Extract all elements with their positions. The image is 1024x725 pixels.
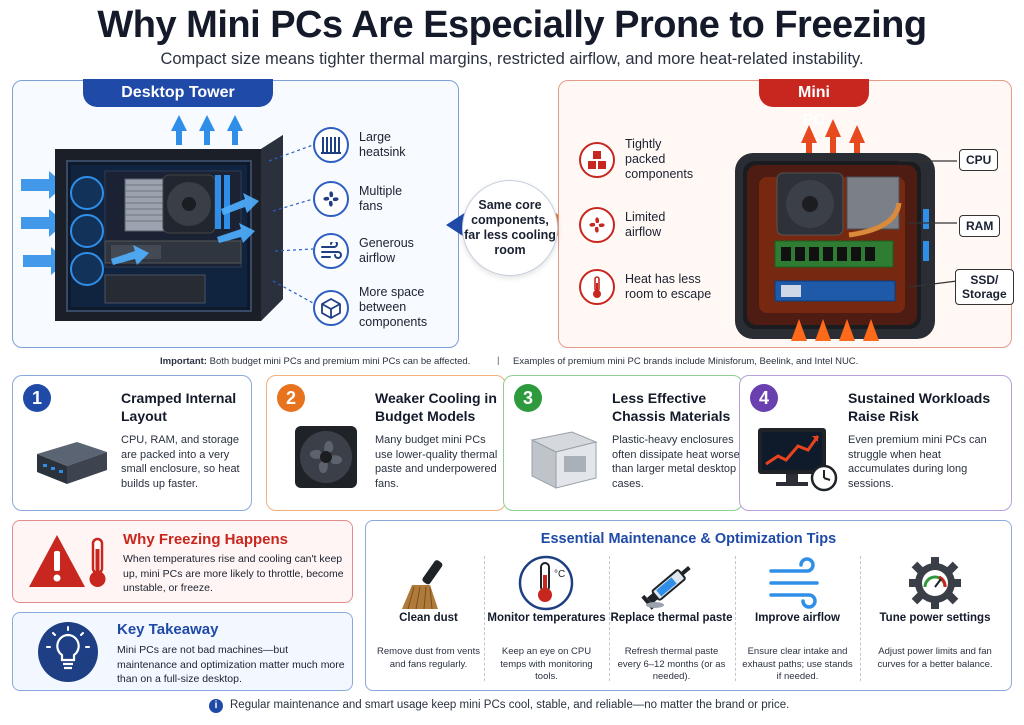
case-fan-icon: [295, 426, 357, 488]
feature-label: More space between components: [359, 285, 428, 329]
tip-desc: Adjust power limits and fan curves for a…: [877, 646, 993, 670]
tip-divider: [609, 556, 610, 681]
tip-name: Monitor temperatures: [487, 612, 606, 624]
card-number: 4: [750, 384, 778, 412]
feature-label: Multiple fans: [359, 184, 403, 213]
card-body: Even premium mini PCs can struggle when …: [848, 434, 987, 490]
mini-pc-tab: Mini PC: [759, 79, 869, 129]
footer-text: Regular maintenance and smart usage keep…: [230, 699, 790, 711]
comparison-bubble: Same core components, far less cooling r…: [462, 180, 558, 276]
why-body: When temperatures rise and cooling can't…: [123, 553, 344, 594]
chip-cpu: CPU: [959, 149, 999, 171]
tip-desc: Remove dust from vents and fans regularl…: [377, 646, 480, 670]
tip-desc: Keep an eye on CPU temps with monitoring…: [500, 646, 593, 682]
card-title: Weaker Cooling in Budget Models: [375, 390, 497, 424]
desktop-tower-panel: Desktop Tower: [12, 79, 459, 348]
card-chassis-materials: 3 Less Effective Chassis Materials Plast…: [503, 375, 743, 511]
key-body: Mini PCs are not bad machines—but mainte…: [117, 644, 345, 685]
page-title: Why Mini PCs Are Especially Prone to Fre…: [97, 4, 927, 46]
tip-desc: Ensure clear intake and exhaust paths; u…: [742, 646, 853, 682]
tip-replace-paste: Replace thermal paste Refresh thermal pa…: [609, 551, 734, 686]
fan-icon: [313, 181, 349, 217]
tip-clean-dust: Clean dust Remove dust from vents and fa…: [366, 551, 491, 686]
syringe-icon: [641, 566, 691, 610]
plastic-enclosure-icon: [530, 431, 598, 489]
card-title: Less Effective Chassis Materials: [612, 390, 731, 424]
card-cramped-layout: 1 Cramped Internal Layout CPU, RAM, and …: [12, 375, 252, 511]
card-body: Plastic-heavy enclosures often dissipate…: [612, 434, 740, 490]
feature-label: Limited airflow: [625, 210, 666, 239]
fan-icon: [579, 207, 615, 243]
tip-tune-power: Tune power settings Adjust power limits …: [860, 551, 1010, 686]
thermometer-icon: °C: [518, 555, 574, 611]
info-icon: i: [209, 699, 223, 713]
tip-divider: [484, 556, 485, 681]
important-label: Important:: [160, 356, 207, 367]
desktop-tower-tab: Desktop Tower: [83, 79, 273, 107]
maintenance-tips-box: Essential Maintenance & Optimization Tip…: [365, 520, 1012, 691]
tip-name: Tune power settings: [879, 612, 991, 624]
brands-note: Examples of premium mini PC brands inclu…: [513, 356, 859, 367]
card-body: CPU, RAM, and storage are packed into a …: [121, 434, 240, 490]
heatsink-icon: [313, 127, 349, 163]
wind-icon: [313, 233, 349, 269]
mini-feature-heat-escape: Heat has less room to escape: [579, 269, 721, 305]
desktop-tower-illustration: [21, 115, 283, 321]
important-text: Both budget mini PCs and premium mini PC…: [209, 356, 471, 367]
feature-label: Tightly packed components: [625, 137, 694, 181]
tower-feature-generous-airflow: Generous airflow: [313, 233, 419, 269]
card-weaker-cooling: 2 Weaker Cooling in Budget Models Many b…: [266, 375, 506, 511]
card-number: 1: [23, 384, 51, 412]
celsius-unit: °C: [554, 569, 565, 580]
tip-divider: [860, 556, 861, 681]
tip-desc: Refresh thermal paste every 6–12 months …: [617, 646, 726, 682]
card-sustained-workloads: 4 Sustained Workloads Raise Risk Even pr…: [739, 375, 1012, 511]
key-title: Key Takeaway: [117, 621, 219, 638]
chip-ram: RAM: [959, 215, 1001, 237]
card-number: 3: [514, 384, 542, 412]
mini-pc-illustration: [735, 119, 935, 341]
tip-name: Clean dust: [399, 612, 458, 624]
important-note: Important: Both budget mini PCs and prem…: [160, 356, 470, 367]
mini-feature-limited-airflow: Limited airflow: [579, 207, 685, 243]
why-title: Why Freezing Happens: [123, 531, 289, 548]
mini-leader-lines: [899, 160, 958, 288]
tip-name: Improve airflow: [755, 612, 840, 624]
card-title: Cramped Internal Layout: [121, 390, 237, 424]
tip-monitor-temps: °C Monitor temperatures Keep an eye on C…: [484, 551, 609, 686]
note-separator: |: [497, 355, 500, 366]
cubes-icon: [579, 141, 615, 178]
tip-name: Replace thermal paste: [610, 612, 733, 624]
key-takeaway-box: Key Takeaway Mini PCs are not bad machin…: [12, 612, 353, 691]
card-body: Many budget mini PCs use lower-quality t…: [375, 434, 498, 490]
feature-label: Large heatsink: [359, 130, 406, 159]
tower-feature-more-space: More space between components: [313, 285, 439, 330]
tower-leader-lines: [269, 144, 314, 304]
brush-icon: [402, 560, 443, 610]
mini-pc-box-icon: [37, 442, 107, 484]
airflow-icon: [769, 557, 819, 609]
gear-gauge-icon: [909, 557, 961, 609]
tip-improve-airflow: Improve airflow Ensure clear intake and …: [735, 551, 860, 686]
why-freezing-box: Why Freezing Happens When temperatures r…: [12, 520, 353, 603]
page-subtitle: Compact size means tighter thermal margi…: [160, 50, 864, 68]
tower-feature-large-heatsink: Large heatsink: [313, 127, 427, 163]
feature-label: Heat has less room to escape: [625, 272, 712, 301]
thermometer-icon: [579, 269, 615, 305]
mini-pc-panel: Mini PC Tightly packed components Limite…: [558, 79, 1014, 348]
tower-feature-multiple-fans: Multiple fans: [313, 181, 419, 217]
card-title: Sustained Workloads Raise Risk: [848, 390, 991, 424]
chip-ssd-storage: SSD/ Storage: [955, 269, 1014, 305]
warning-icon: [29, 535, 106, 587]
monitor-graph-icon: [758, 428, 838, 492]
cube-icon: [313, 289, 349, 326]
lightbulb-icon: [38, 622, 98, 682]
mini-feature-tightly-packed: Tightly packed components: [579, 137, 705, 182]
card-number: 2: [277, 384, 305, 412]
tip-divider: [735, 556, 736, 681]
tips-title: Essential Maintenance & Optimization Tip…: [540, 531, 837, 547]
feature-label: Generous airflow: [359, 236, 414, 265]
